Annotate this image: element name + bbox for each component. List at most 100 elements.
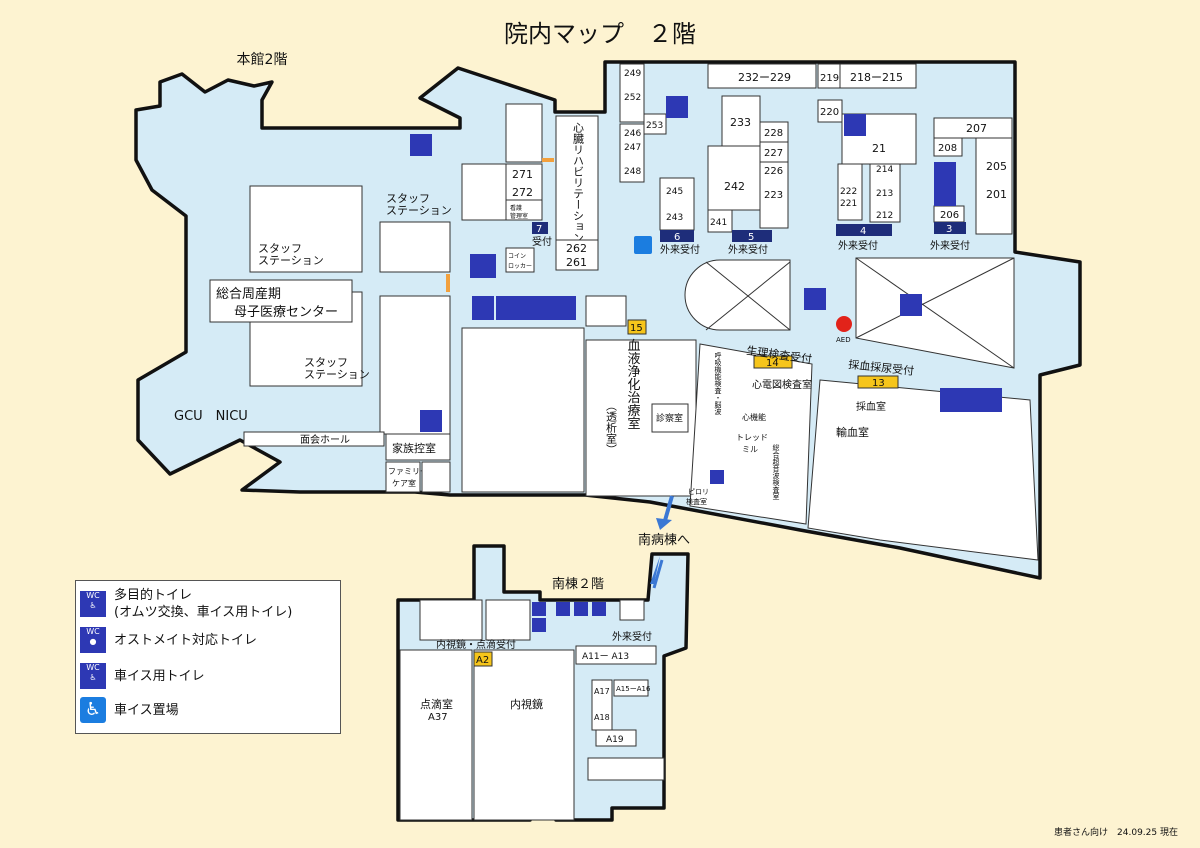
dialysis-label-2: （透析室） — [605, 400, 618, 455]
room-208 — [933, 137, 963, 157]
blood-urine-label: 採血採尿受付 — [848, 357, 915, 378]
wc-ostomate-icon — [934, 184, 956, 206]
room-232-229 — [707, 63, 817, 89]
legend-text-multi: 多目的トイレ (オムツ交換、車イス用トイレ) — [114, 588, 293, 620]
room-21-label: 21 — [872, 142, 886, 155]
legend-row-ostomate: WC● オストメイト対応トイレ — [80, 627, 257, 653]
room-219-label: 219 — [820, 73, 839, 84]
room-220-label: 220 — [820, 107, 839, 118]
wc-icon — [554, 296, 576, 320]
reception-5-label: 外来受付 — [728, 243, 768, 256]
blood-block — [807, 379, 1039, 561]
room-220 — [817, 99, 843, 123]
reception-badge-13-num: 13 — [872, 378, 885, 389]
ecg-room-label: 心電図検査室 — [752, 378, 812, 391]
wc-wheelchair-icon — [556, 602, 570, 616]
nurse-admin-room — [505, 199, 543, 221]
room-246-248 — [619, 123, 645, 183]
wc-icon — [844, 114, 866, 136]
x-line — [705, 261, 791, 331]
central-block-a — [461, 327, 585, 493]
infusion-label: 点滴室 — [420, 697, 453, 711]
echo-1-label: 心機能 — [742, 412, 766, 422]
wheelchair-parking-icon: ♿ — [80, 697, 106, 723]
staff-station-label-2: スタッフ — [386, 192, 430, 205]
reception-badge-4-num: 4 — [860, 226, 866, 237]
room-207 — [933, 117, 1013, 139]
badge-a2-num: A2 — [476, 655, 489, 666]
page-title: 院内マップ ２階 — [504, 20, 696, 48]
staff-station-label-2b: ステーション — [386, 204, 452, 217]
staff-station-label-1b: ステーション — [258, 254, 324, 267]
upper-east-strip — [505, 103, 543, 163]
wc-icon — [980, 388, 1002, 412]
x-line — [855, 257, 1015, 369]
endoscopy-reception-label: 内視鏡・点滴受付 — [436, 638, 516, 651]
room-249-252 — [619, 63, 645, 123]
reception-3-label: 外来受付 — [930, 239, 970, 252]
room-272: 272 — [512, 186, 533, 199]
room-246: 246 — [624, 129, 641, 139]
room-222-221 — [837, 163, 863, 221]
pylori-label: ピロリ — [688, 488, 709, 496]
wc-icon — [574, 602, 588, 616]
staff-station-block-2 — [379, 221, 451, 273]
room-245: 245 — [666, 187, 683, 197]
door-marker — [446, 274, 450, 292]
reception-badge-6 — [660, 230, 694, 242]
south-building-label: 南棟２階 — [552, 576, 604, 592]
elevator-hall-round — [684, 259, 791, 331]
room-226-223 — [759, 161, 789, 229]
block-271 — [461, 163, 507, 221]
wheelchair-parking-icon — [634, 236, 652, 254]
room-207-label: 207 — [966, 122, 987, 135]
wc-wheelchair-icon: WC♿ — [80, 663, 106, 689]
room-218-215-label: 218ー215 — [850, 71, 903, 84]
room-228-label: 228 — [764, 128, 783, 139]
coin-locker — [505, 247, 535, 273]
room-214: 214 — [876, 165, 893, 175]
south-corridor-block — [587, 757, 665, 781]
wc-multi-icon — [934, 162, 956, 184]
staff-station-label-3b: ステーション — [304, 368, 370, 381]
room-243: 243 — [666, 213, 683, 223]
room-a19 — [595, 729, 637, 747]
room-205-201 — [975, 137, 1013, 235]
room-262-261 — [555, 239, 599, 271]
visiting-hall — [243, 431, 385, 447]
treadmill-label: トレッド — [736, 433, 768, 442]
elevator-icon — [532, 618, 546, 632]
wc-icon — [666, 96, 688, 118]
infusion-room — [399, 649, 473, 821]
room-223: 223 — [764, 190, 783, 201]
south-ward-label: 南病棟へ — [638, 532, 690, 548]
family-care-label-1: ファミリー — [388, 467, 428, 476]
reception-badge-14 — [753, 355, 793, 369]
pylori-label-2: 検査室 — [686, 497, 707, 506]
room-226: 226 — [764, 166, 783, 177]
staff-station-label-3: スタッフ — [304, 356, 348, 369]
wc-ostomate-icon — [534, 296, 556, 320]
south-block-3 — [619, 599, 645, 621]
perinatal-label-box — [209, 279, 353, 323]
reception-badge-7-num: 7 — [536, 224, 542, 235]
room-a19-label: A19 — [606, 735, 624, 745]
family-care-room — [385, 461, 421, 493]
door-marker — [542, 158, 554, 162]
legend: WC♿ 多目的トイレ (オムツ交換、車イス用トイレ) WC● オストメイト対応ト… — [75, 580, 341, 734]
room-233 — [721, 95, 761, 147]
wc-icon — [496, 296, 518, 320]
nurse-admin-label-2: 管理室 — [510, 212, 528, 220]
room-221: 221 — [840, 199, 857, 209]
room-252: 252 — [624, 93, 641, 103]
main-building-label: 本館2階 — [237, 51, 288, 68]
wc-multi-icon — [470, 254, 496, 278]
wc-multi-icon — [410, 134, 432, 156]
room-247: 247 — [624, 143, 641, 153]
arrow-head — [656, 518, 672, 530]
room-a15-a16 — [613, 679, 649, 697]
arrow-head — [650, 556, 660, 584]
reception-badge-3-num: 3 — [946, 224, 952, 235]
legend-text-parking: 車イス置場 — [114, 702, 179, 718]
transfusion-label: 輸血室 — [836, 425, 869, 439]
